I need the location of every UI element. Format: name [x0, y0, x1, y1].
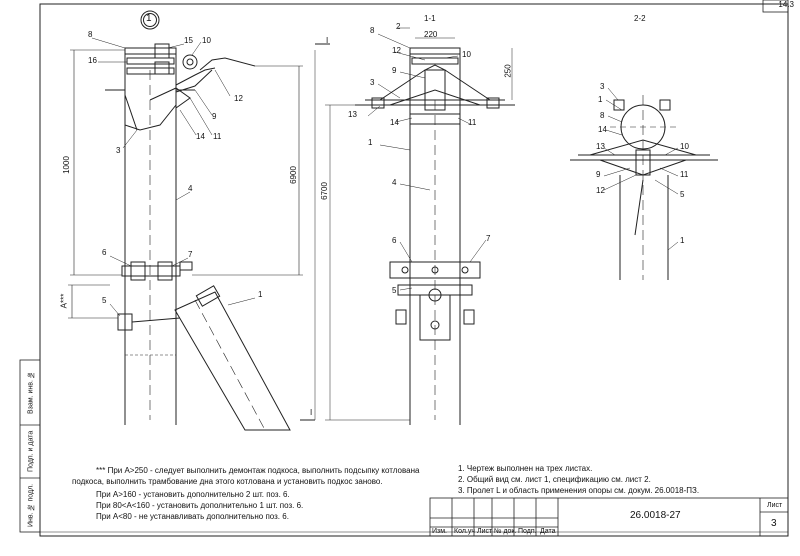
title-col: Подп. [518, 528, 537, 535]
view-circle-label: 1 [146, 13, 152, 24]
callout: 14 [390, 118, 399, 127]
footnote-line: При A<80 - не устанавливать дополнительн… [96, 512, 289, 521]
callout: 11 [213, 132, 222, 141]
dim-6700: 6700 [319, 182, 329, 200]
callout: 16 [88, 56, 97, 65]
callout: 10 [680, 142, 689, 151]
callout: 4 [188, 184, 193, 193]
title-col: Кол.уч [454, 528, 475, 535]
callout: 10 [462, 50, 471, 59]
callout: 5 [102, 296, 107, 305]
callout: 14 [196, 132, 205, 141]
callout: 3 [370, 78, 375, 87]
callout: 1 [680, 236, 685, 245]
sheet-label: Лист [767, 502, 783, 509]
side-stamp [19, 359, 41, 533]
title-col: Изм. [432, 528, 447, 535]
callout: 9 [212, 112, 217, 121]
side-stamp-cell: Подп. и дата [27, 430, 35, 473]
callout: 8 [370, 26, 375, 35]
callout: 8 [88, 30, 93, 39]
title-col: Лист [477, 528, 493, 535]
callout: 8 [600, 111, 605, 120]
callout: 5 [392, 286, 397, 295]
callout: 1 [258, 290, 263, 299]
sheet-number: 3 [771, 518, 777, 529]
callout: 9 [392, 66, 397, 75]
callout: 3 [116, 146, 121, 155]
section-2-title: 2-2 [634, 14, 646, 23]
callout: 13 [348, 110, 357, 119]
document-code: 26.0018-27 [630, 510, 681, 521]
callout: 15 [184, 36, 193, 45]
view-section-2 [570, 87, 718, 280]
callout: 12 [234, 94, 243, 103]
view-section-1 [325, 27, 515, 425]
footnote-line: подкоса, выполнить трамбование дна этого… [72, 477, 383, 486]
title-col: № док. [494, 528, 517, 535]
callout: 6 [392, 236, 397, 245]
top-page-number: 14.3 [778, 0, 794, 9]
general-note: 2. Общий вид см. лист 1, спецификацию см… [458, 475, 651, 484]
callout: 11 [468, 118, 477, 127]
section-mark-top: I [326, 36, 329, 45]
callout: 10 [202, 36, 211, 45]
side-stamp-cell: Инв. № подл. [27, 483, 35, 527]
callout: 5 [680, 190, 685, 199]
dim-1000: 1000 [61, 156, 71, 174]
dim-a: A*** [59, 293, 69, 309]
dim-250: 250 [503, 64, 513, 78]
dim-220: 220 [424, 30, 438, 39]
section-1-title: 1-1 [424, 14, 436, 23]
side-stamp-cell: Взам. инв. № [27, 371, 35, 414]
callout: 7 [188, 250, 193, 259]
callout: 7 [486, 234, 491, 243]
top-page-box [762, 0, 789, 13]
general-note: 3. Пролет L и область применения опоры с… [458, 486, 700, 495]
callout: 12 [392, 46, 401, 55]
title-col: Дата [540, 528, 556, 535]
dim-6900: 6900 [288, 166, 298, 184]
footnote-line: При 80<A<160 - установить дополнительно … [96, 501, 304, 510]
dim-2: 2 [396, 22, 401, 31]
callout: 1 [598, 95, 603, 104]
title-block [429, 497, 789, 537]
callout: 12 [596, 186, 605, 195]
section-mark-bottom: I [310, 408, 313, 417]
callout: 6 [102, 248, 107, 257]
callout: 9 [596, 170, 601, 179]
sheet-frame [39, 3, 789, 537]
general-note: 1. Чертеж выполнен на трех листах. [458, 464, 593, 473]
callout: 14 [598, 125, 607, 134]
callout: 3 [600, 82, 605, 91]
footnote-line: При A>160 - установить дополнительно 2 ш… [96, 490, 290, 499]
footnote-line: *** При A>250 - следует выполнить демонт… [96, 466, 420, 475]
view-main [68, 10, 330, 431]
callout: 4 [392, 178, 397, 187]
callout: 11 [680, 170, 689, 179]
callout: 13 [596, 142, 605, 151]
callout: 1 [368, 138, 373, 147]
